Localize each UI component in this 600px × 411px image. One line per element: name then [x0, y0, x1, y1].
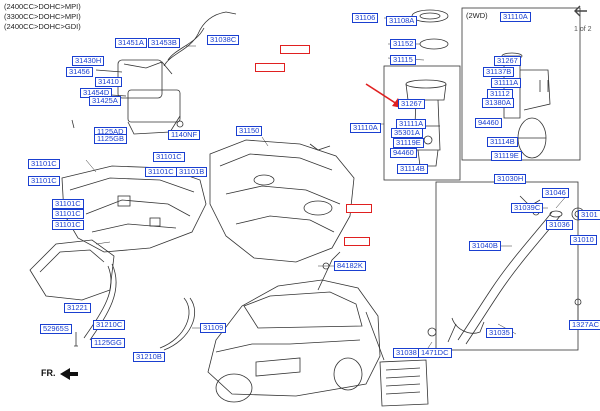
part-label[interactable]: 31030H — [494, 174, 527, 184]
page-indicator: 1 of 2 — [574, 26, 592, 33]
part-label[interactable]: 31040B — [469, 241, 501, 251]
part-label[interactable]: 31106 — [352, 13, 379, 23]
part-label[interactable]: 31110A — [350, 123, 381, 133]
part-label[interactable]: 31453B — [148, 38, 180, 48]
tank-strap-right — [159, 297, 190, 349]
highlight-box[interactable] — [280, 45, 310, 54]
part-label[interactable]: 1125GB — [94, 134, 127, 144]
part-label[interactable]: 31137B — [483, 67, 515, 77]
part-label[interactable]: 31210C — [93, 320, 126, 330]
part-label[interactable]: 31035 — [486, 328, 513, 338]
part-label[interactable]: 84182K — [334, 261, 366, 271]
highlight-box[interactable] — [344, 237, 370, 246]
highlight-box[interactable] — [346, 204, 372, 213]
part-label[interactable]: 31115 — [390, 55, 416, 65]
pump-assembly-frame — [383, 65, 461, 181]
part-label[interactable]: 1125GG — [91, 338, 125, 348]
part-label[interactable]: 31430H — [72, 56, 105, 66]
part-label[interactable]: 31456 — [66, 67, 93, 77]
part-label[interactable]: 31210B — [133, 352, 165, 362]
part-label[interactable]: 31267 — [494, 56, 521, 66]
part-label[interactable]: 31410 — [95, 77, 122, 87]
part-label[interactable]: 31046 — [542, 188, 569, 198]
part-label[interactable]: 31101C — [52, 220, 84, 230]
part-label[interactable]: 31101C — [153, 152, 185, 162]
part-label[interactable]: 1140NF — [168, 130, 201, 140]
part-label[interactable]: 35301A — [391, 128, 423, 138]
part-label[interactable]: 31425A — [89, 96, 121, 106]
protector-cover — [29, 239, 115, 301]
engine-line-2: (3300CC>DOHC>MPI) — [4, 12, 81, 21]
part-label[interactable]: 1471DC — [418, 348, 452, 358]
arrow-left-icon — [574, 5, 587, 17]
part-label[interactable]: 31111A — [491, 78, 522, 88]
part-label[interactable]: 31109 — [200, 323, 227, 333]
engine-line-1: (2400CC>DOHC>MPI) — [4, 2, 81, 11]
front-label: FR. — [41, 368, 56, 378]
gasket — [419, 38, 449, 50]
part-label[interactable]: 1327AC — [569, 320, 600, 330]
highlight-box[interactable] — [255, 63, 285, 72]
part-label[interactable]: 31036 — [546, 220, 573, 230]
part-label[interactable]: 31101C — [52, 209, 84, 219]
part-label[interactable]: 31038 — [393, 348, 420, 358]
part-label[interactable]: 31110A — [500, 12, 531, 22]
part-label[interactable]: 31101C — [28, 159, 60, 169]
part-label[interactable]: 52965S — [40, 324, 72, 334]
front-direction-arrow — [60, 368, 78, 380]
tank-strap-left — [83, 265, 112, 339]
part-label[interactable]: 31451A — [115, 38, 147, 48]
part-label[interactable]: 31038C — [207, 35, 240, 45]
part-label[interactable]: 3101 — [578, 210, 600, 220]
part-label[interactable]: 31101B — [176, 167, 208, 177]
part-label[interactable]: 94460 — [475, 118, 502, 128]
canister-body — [117, 59, 163, 99]
part-label[interactable]: 31221 — [64, 303, 91, 313]
part-label[interactable]: 31150 — [236, 126, 263, 136]
part-label[interactable]: 31114B — [397, 164, 428, 174]
part-label[interactable]: 31114B — [487, 137, 518, 147]
part-label[interactable]: 31010 — [570, 235, 597, 245]
part-label[interactable]: 94460 — [390, 148, 417, 158]
part-label[interactable]: 31119E — [491, 151, 522, 161]
part-label[interactable]: 31267 — [398, 99, 425, 109]
inset-title: (2WD) — [466, 11, 488, 20]
fuel-tank — [209, 139, 355, 263]
part-label[interactable]: 31152 — [390, 39, 417, 49]
part-label[interactable]: 31101C — [28, 176, 60, 186]
part-label[interactable]: 31119E — [393, 138, 424, 148]
part-label[interactable]: 31101C — [52, 199, 84, 209]
part-label[interactable]: 31380A — [482, 98, 514, 108]
lock-ring — [411, 9, 449, 23]
part-label[interactable]: 31039C — [511, 203, 544, 213]
filler-neck-pipe — [457, 211, 553, 341]
back-button[interactable] — [573, 3, 589, 19]
part-label[interactable]: 31101C — [145, 167, 177, 177]
part-label[interactable]: 31108A — [386, 16, 418, 26]
engine-line-3: (2400CC>DOHC>GDI) — [4, 22, 81, 31]
warning-tag — [379, 359, 429, 407]
vehicle-outline — [207, 279, 381, 397]
